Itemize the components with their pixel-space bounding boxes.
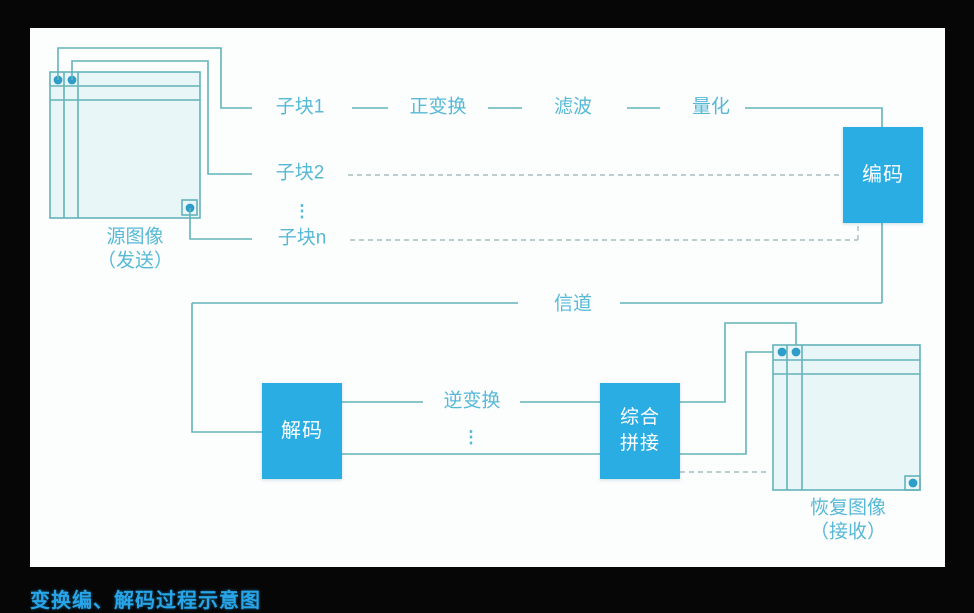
connector-subblock2 bbox=[71, 60, 252, 175]
label-subblock1: 子块1 bbox=[275, 96, 325, 118]
restored-image-frame bbox=[772, 344, 921, 491]
restored-subblock2-dot bbox=[791, 347, 801, 357]
restored-image-block bbox=[772, 344, 921, 491]
decoder-box: 解码 bbox=[262, 383, 342, 479]
diagram-lines bbox=[49, 47, 921, 491]
restored-subblockn-dot bbox=[908, 478, 918, 488]
label-source-image: 源图像 （发送） bbox=[96, 226, 174, 271]
label-restored-image: 恢复图像 （接收） bbox=[809, 497, 887, 542]
label-inverse-transform: 逆变换 bbox=[443, 390, 501, 412]
label-subblockn: 子块n bbox=[277, 227, 327, 249]
label-filter: 滤波 bbox=[553, 96, 593, 118]
encoder-box: 编码 bbox=[843, 127, 923, 223]
restored-subblock1-dot bbox=[777, 347, 787, 357]
source-image-frame bbox=[49, 71, 201, 219]
label-subblock2: 子块2 bbox=[275, 162, 325, 184]
label-forward-transform: 正变换 bbox=[409, 96, 467, 118]
source-image-gridlines bbox=[50, 72, 200, 218]
vertical-ellipsis-bottom: ⋮ bbox=[462, 427, 480, 447]
dashed-subblockn-line bbox=[350, 224, 859, 241]
merge-to-dot2 bbox=[680, 322, 797, 403]
merge-to-dot1 bbox=[680, 351, 782, 455]
diagram-canvas: 子块1 正变换 滤波 量化 子块2 ⋮ 子块n 信道 逆变换 ⋮ 源图像 （发送… bbox=[30, 28, 945, 567]
label-channel: 信道 bbox=[553, 293, 593, 315]
vertical-ellipsis-top: ⋮ bbox=[293, 201, 311, 221]
restored-image-gridlines bbox=[773, 345, 920, 490]
pipeline-row-lines bbox=[352, 107, 883, 127]
label-quantize: 量化 bbox=[691, 96, 731, 118]
connector-subblockn bbox=[189, 208, 252, 240]
restored-image-corner-cell bbox=[904, 475, 921, 491]
channel-to-decoder bbox=[191, 303, 262, 433]
source-image-block bbox=[49, 71, 201, 219]
connector-subblock1 bbox=[57, 47, 252, 109]
figure-caption: 变换编、解码过程示意图 bbox=[30, 590, 261, 612]
merge-box: 综合 拼接 bbox=[600, 383, 680, 479]
